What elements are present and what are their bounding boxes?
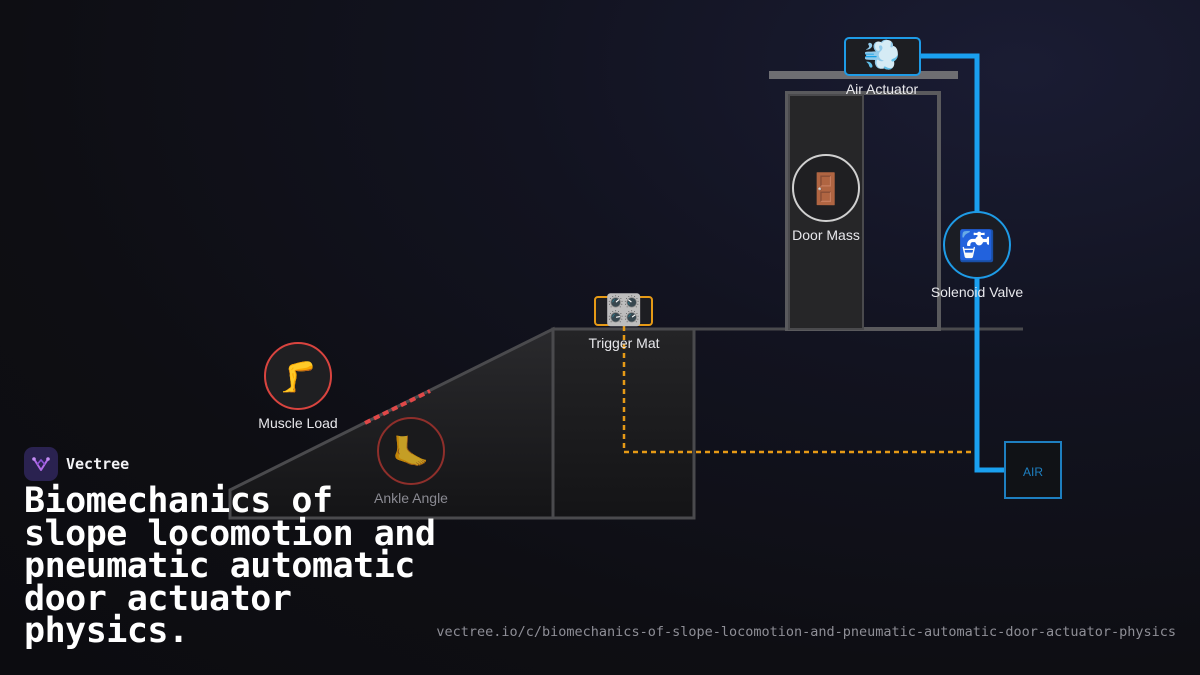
air-tank-label: AIR xyxy=(1023,465,1043,479)
vectree-logo-icon xyxy=(24,447,58,481)
solenoid-valve-label: Solenoid Valve xyxy=(931,284,1024,300)
muscle-force-line xyxy=(364,389,431,425)
foot-icon: 🦶 xyxy=(392,434,429,470)
air-actuator-label: Air Actuator xyxy=(846,81,919,97)
brand: Vectree xyxy=(24,447,129,481)
source-url[interactable]: vectree.io/c/biomechanics-of-slope-locom… xyxy=(436,624,1176,640)
muscle-load-label: Muscle Load xyxy=(258,415,337,431)
door-panel xyxy=(788,94,864,330)
brand-name: Vectree xyxy=(66,455,130,473)
muscle-load-node[interactable]: 🦵 Muscle Load xyxy=(258,342,338,431)
trigger-mat-node[interactable]: 🎛️ Trigger Mat xyxy=(588,292,659,351)
control-knobs-icon: 🎛️ xyxy=(605,292,642,328)
leg-icon: 🦵 xyxy=(279,359,316,395)
dash-air-icon: 💨 xyxy=(863,38,900,73)
air-actuator-node[interactable]: 💨 Air Actuator xyxy=(844,37,921,97)
faucet-icon: 🚰 xyxy=(958,228,995,264)
air-tank: AIR xyxy=(1004,441,1062,499)
signal-line xyxy=(622,326,975,454)
ankle-angle-node[interactable]: 🦶 Ankle Angle xyxy=(374,417,448,506)
door-mass-label: Door Mass xyxy=(792,227,860,243)
landing-platform xyxy=(551,327,696,520)
ankle-angle-label: Ankle Angle xyxy=(374,490,448,506)
solenoid-valve-node[interactable]: 🚰 Solenoid Valve xyxy=(931,211,1024,300)
page-title: Biomechanics of slope locomotion and pne… xyxy=(24,481,436,651)
door-icon: 🚪 xyxy=(807,171,844,207)
trigger-mat-label: Trigger Mat xyxy=(588,335,659,351)
door-mass-node[interactable]: 🚪 Door Mass xyxy=(792,154,860,243)
